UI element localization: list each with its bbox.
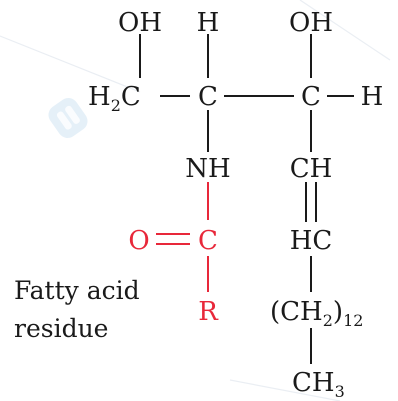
bonds xyxy=(139,34,354,364)
atom-h-top: H xyxy=(197,8,220,38)
atom-nh: NH xyxy=(185,154,230,184)
atom-h2c-h: H xyxy=(88,82,111,112)
caption-line-2: residue xyxy=(14,314,108,343)
atom-r-red: R xyxy=(198,297,219,327)
atom-c-red: C xyxy=(198,226,218,256)
atom-ch2-count: 12 xyxy=(343,311,363,330)
atom-ch2-subscript: 2 xyxy=(323,311,333,330)
atom-h2c: H2C xyxy=(88,82,141,115)
watermark-line xyxy=(299,0,391,61)
watermark-logo xyxy=(48,98,88,138)
atom-ch3-subscript: 3 xyxy=(335,382,345,401)
atom-h2c-subscript: 2 xyxy=(111,96,121,115)
atom-o-red: O xyxy=(128,226,149,256)
atom-ch3-ch: CH xyxy=(292,368,335,398)
atom-h2c-c: C xyxy=(121,82,141,112)
atom-h-right: H xyxy=(361,82,384,112)
atom-ch2-open: (CH xyxy=(270,297,323,327)
watermark-line xyxy=(229,379,341,401)
caption-line-1: Fatty acid xyxy=(14,276,140,305)
caption: Fatty acid residue xyxy=(14,276,140,343)
atom-c-center: C xyxy=(198,82,218,112)
atom-ch: CH xyxy=(290,154,333,184)
atom-c-right: C xyxy=(301,82,321,112)
atom-ch3: CH3 xyxy=(292,368,345,401)
atom-ch2-close: ) xyxy=(333,297,343,327)
watermark-line xyxy=(0,35,141,93)
atoms: OH H OH H2C C C H NH CH O C HC R (CH2)12… xyxy=(88,8,383,401)
atom-oh-right: OH xyxy=(289,8,333,38)
atom-ch2-chain: (CH2)12 xyxy=(270,297,363,330)
atom-hc: HC xyxy=(290,226,333,256)
atom-oh-left: OH xyxy=(118,8,162,38)
